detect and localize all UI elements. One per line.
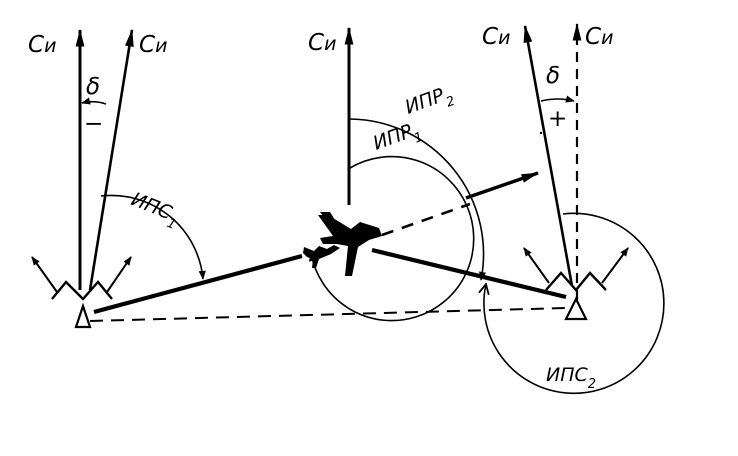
ipr1-arc <box>308 155 475 322</box>
ips1-label: ИПС1 <box>126 188 183 233</box>
station-right-triangle-icon <box>564 296 588 321</box>
heading-line <box>465 171 540 200</box>
ipr2-arc <box>349 118 487 281</box>
delta-label-right: δ <box>546 63 560 89</box>
ips2-circle <box>484 212 665 395</box>
labels: Си Си Си Си Си δ δ − + ИПС1 ИПС2 ИПР1 ИП… <box>28 24 613 392</box>
dot-mark <box>539 131 543 135</box>
sign-plus-label: + <box>548 106 567 132</box>
ips1-arc <box>100 194 206 280</box>
north-label-center: Си <box>308 30 336 56</box>
ipr2-label: ИПР2 <box>402 82 457 125</box>
aircraft-group <box>303 26 487 322</box>
station-left-antenna-icon <box>51 280 113 301</box>
north-label-left-1: Си <box>28 32 56 58</box>
delta-label-left: δ <box>86 74 100 100</box>
north-label-left-2: Си <box>139 32 167 58</box>
bearing-line-right <box>371 247 567 300</box>
station-left-triangle-icon <box>74 302 92 329</box>
aircraft-large-icon <box>318 212 382 276</box>
north-label-right-1: Си <box>482 24 510 50</box>
ipr1-label: ИПР1 <box>370 118 425 161</box>
ips2-label: ИПС2 <box>546 364 596 392</box>
delta-left-arc <box>81 97 107 105</box>
stations-baseline <box>89 307 567 322</box>
station-right-ray-2 <box>601 247 629 284</box>
bearing-line-left <box>93 253 303 315</box>
delta-right-arc <box>540 95 575 103</box>
north-label-right-2: Си <box>585 24 613 50</box>
heading-line-dashed <box>381 202 471 237</box>
aircraft-small-icon <box>303 245 340 268</box>
sign-minus-label: − <box>84 111 103 137</box>
station-left-ray-1 <box>31 256 58 293</box>
magnetic-north-right-line <box>523 24 574 287</box>
magnetic-north-left-line <box>88 28 134 291</box>
station-right-ray-1 <box>523 247 550 284</box>
station-left <box>31 28 206 329</box>
station-left-ray-2 <box>106 256 132 293</box>
station-right <box>484 22 665 395</box>
